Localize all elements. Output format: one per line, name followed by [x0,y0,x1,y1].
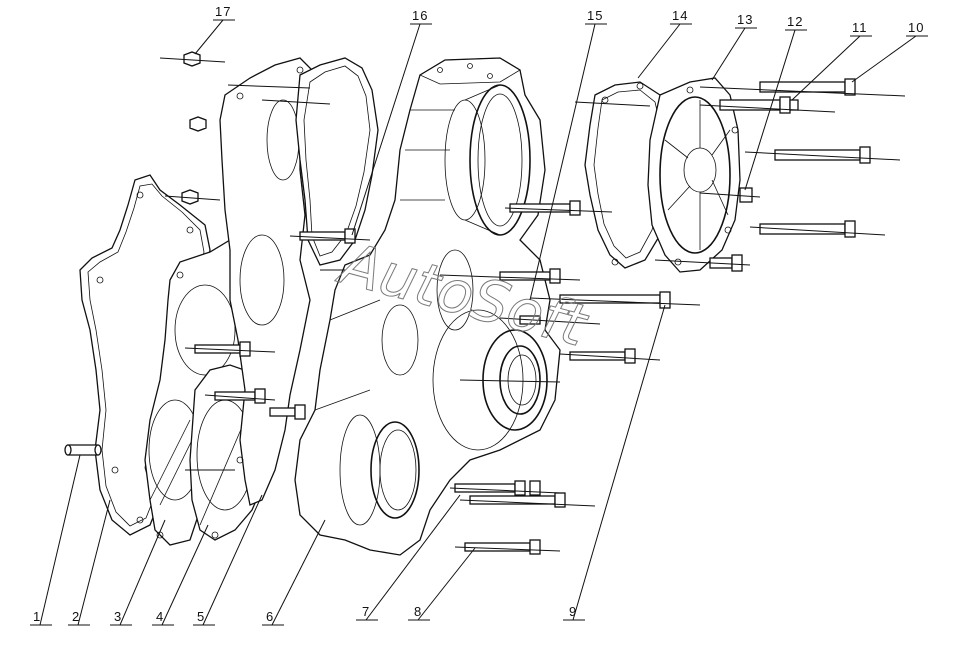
callout-12: 12 [787,14,803,29]
callout-13: 13 [737,12,753,27]
bolt-plate-left-b [204,388,276,404]
bolt-cover-bottom [654,254,751,272]
callout-8: 8 [414,604,422,619]
bolt-housing-right [559,348,661,364]
bolt-16 [289,228,371,244]
callout-6: 6 [266,609,274,624]
bolt-plate-left-c [269,404,306,420]
bolt-housing-lower-a [449,480,561,496]
callout-9: 9 [569,604,577,619]
nut-17-c [164,189,221,205]
cover-plate-13 [647,77,741,273]
callout-15: 15 [587,8,603,23]
callout-16: 16 [412,8,428,23]
callout-1: 1 [33,609,41,624]
bolt-plate-left-a [184,341,276,357]
bolt-8 [454,539,561,555]
bolt-10-upper [699,78,906,97]
callout-3: 3 [114,609,122,624]
bolt-9 [529,291,701,309]
bolt-housing-seal [499,315,601,325]
dowel-pin-1 [64,444,102,456]
bolt-housing-top [504,200,613,216]
callout-7: 7 [362,604,370,619]
bolt-11 [699,96,836,114]
gasket-upper [295,57,379,266]
callout-2: 2 [72,609,80,624]
callout-10: 10 [908,20,924,35]
bolt-housing-lower-b [459,492,596,508]
gasket-14 [584,81,671,269]
callout-17: 17 [215,4,231,19]
callout-14: 14 [672,8,688,23]
nut-17-a [159,51,226,67]
callout-5: 5 [197,609,205,624]
bolt-right-mid [744,146,901,164]
bolt-housing-mid [439,268,581,284]
bolt-right-lower [749,220,886,238]
bolt-12 [699,187,761,203]
timing-housing [294,57,561,556]
callout-labels: 1 2 3 4 5 6 7 8 9 10 11 12 13 14 15 16 1… [33,4,924,624]
callout-11: 11 [852,20,868,35]
leader-lines [30,19,928,626]
nut-17-b [189,116,207,132]
callout-4: 4 [156,609,164,624]
